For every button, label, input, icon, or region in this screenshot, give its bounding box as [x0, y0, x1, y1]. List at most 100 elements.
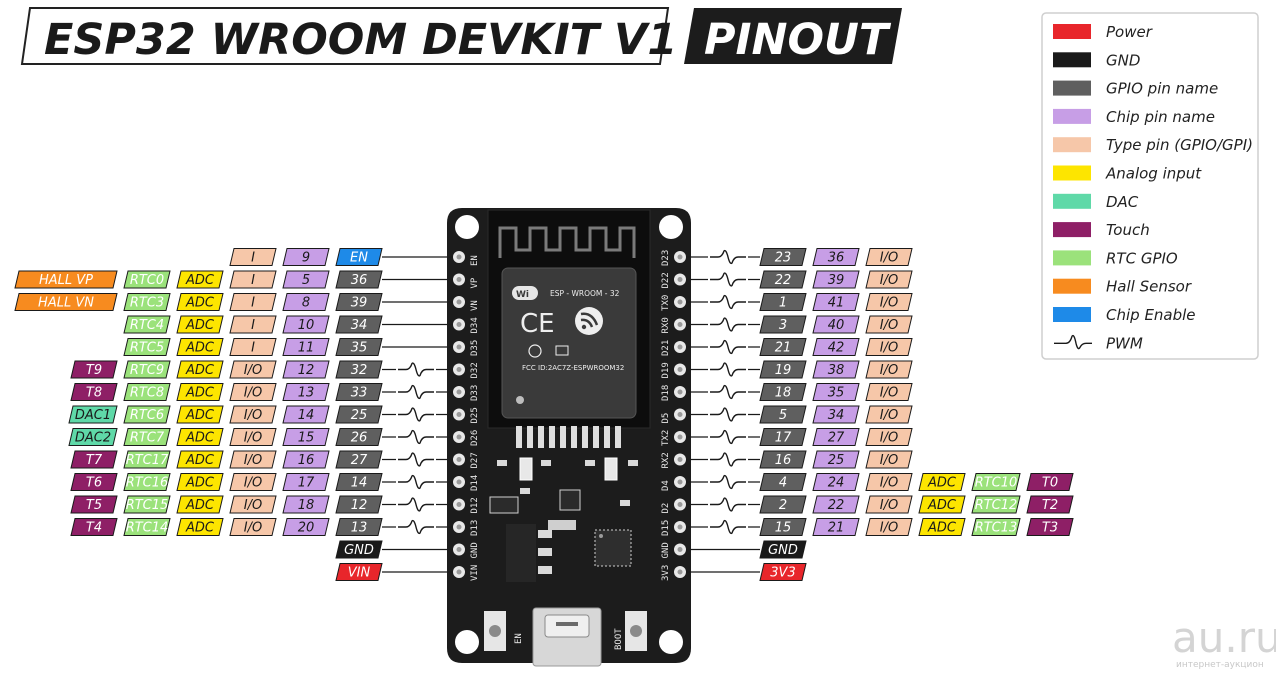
- pwm-icon: [710, 519, 746, 535]
- pin-tag-analog: ADC: [176, 473, 224, 491]
- mount-hole: [659, 630, 683, 654]
- pin-tag-dac-text: DAC1: [75, 408, 111, 423]
- pin-tag-chip: 25: [812, 450, 860, 469]
- pin-tag-analog-text: ADC: [185, 363, 215, 378]
- pin-tag-chip-text: 41: [828, 296, 845, 311]
- pin-tag-gpio: 12: [335, 495, 383, 514]
- pin-tag-chip-text: 22: [828, 498, 845, 513]
- pin-tag-chip: 21: [812, 518, 860, 536]
- pin-tag-chip: 11: [282, 338, 330, 356]
- pin-tag-gpio-text: 18: [775, 386, 792, 401]
- pin-tag-rtc: RTC10: [971, 473, 1021, 491]
- silk-label: D14: [470, 475, 480, 491]
- pin-tag-analog-text: ADC: [185, 318, 215, 333]
- pin-tag-type: I/O: [865, 450, 913, 469]
- pin-tag-type-text: I/O: [880, 363, 898, 378]
- pin-tag-rtc: RTC9: [123, 360, 171, 379]
- pin-tag-analog-text: ADC: [185, 431, 215, 446]
- pin-tag-analog: ADC: [918, 495, 966, 514]
- pin-tag-chip-text: 13: [298, 386, 315, 401]
- pin-tag-touch-text: T3: [1042, 521, 1058, 536]
- right-pin-row: 19 38 I/O: [686, 360, 913, 379]
- pin-tag-touch: T4: [70, 518, 118, 536]
- pin-tag-gpio-text: 36: [351, 273, 368, 288]
- boot-button[interactable]: BOOT: [614, 611, 647, 651]
- silk-label: GND: [470, 542, 480, 558]
- pin-tag-touch-text: T5: [86, 498, 102, 513]
- silk-label: GND: [661, 542, 671, 558]
- pin-tag-rtc-text: RTC16: [126, 476, 169, 491]
- pin-tag-rtc-text: RTC12: [975, 498, 1018, 513]
- pin-tag-type: I: [229, 293, 277, 311]
- pin-tag-type-text: I/O: [244, 386, 262, 401]
- pin-tag-type: I/O: [229, 383, 277, 401]
- pwm-icon: [710, 429, 746, 445]
- pin-tag-gpio: 26: [335, 428, 383, 446]
- pin-tag-type: I: [229, 270, 277, 289]
- pin-tag-type: I: [229, 338, 277, 356]
- legend-swatch: [1053, 24, 1091, 39]
- module-pad: [538, 426, 544, 448]
- legend-label: RTC GPIO: [1106, 249, 1178, 267]
- pin-tag-analog: ADC: [176, 450, 224, 469]
- pin-tag-touch: T6: [70, 473, 118, 491]
- en-button[interactable]: EN: [484, 611, 524, 651]
- left-pin-row: GND: [335, 540, 453, 559]
- pwm-icon: [710, 474, 746, 490]
- pin-tag-type-text: I/O: [880, 453, 898, 468]
- pin-tag-analog: ADC: [176, 518, 224, 536]
- silk-label: D26: [470, 430, 480, 446]
- silk-label: D13: [470, 520, 480, 536]
- legend-item: Power: [1053, 23, 1153, 41]
- pin-tag-chip: 41: [812, 293, 860, 311]
- antenna-icon: [498, 226, 636, 258]
- pin-tag-gpio: 19: [759, 360, 807, 379]
- pin-tag-type-text: I/O: [880, 296, 898, 311]
- pin-tag-touch-text: T0: [1042, 476, 1058, 491]
- pin-tag-touch: T3: [1026, 518, 1074, 536]
- pin-tag-gpio: 16: [759, 450, 807, 469]
- right-pin-row: 16 25 I/O: [686, 450, 913, 469]
- pin-tag-rtc: RTC15: [123, 495, 171, 514]
- pin-tag-analog: ADC: [176, 495, 224, 514]
- legend-item: Type pin (GPIO/GPI): [1053, 136, 1253, 154]
- pin-tag-gpio: 36: [335, 270, 383, 289]
- pin-tag-gpio: 3: [759, 315, 807, 334]
- watermark-logo: au.ru: [1172, 613, 1276, 662]
- silk-label: D4: [661, 480, 671, 491]
- pin-tag-analog-text: ADC: [185, 476, 215, 491]
- pin-tag-rtc-text: RTC9: [130, 363, 164, 378]
- pin-tag-gpio-text: 22: [775, 273, 792, 288]
- pin-tag-type: I/O: [865, 495, 913, 514]
- pin-tag-power: VIN: [335, 563, 383, 581]
- pin-tag-gpio-text: 1: [779, 296, 787, 311]
- legend-label: Type pin (GPIO/GPI): [1106, 136, 1253, 154]
- pin-tag-gpio: 18: [759, 383, 807, 401]
- pin-tag-touch-text: T9: [86, 363, 102, 378]
- legend-label: PWM: [1106, 334, 1143, 352]
- module-pad: [604, 426, 610, 448]
- pin-tag-gpio-text: 35: [351, 341, 368, 356]
- module-pad: [527, 426, 533, 448]
- pwm-icon: [710, 339, 746, 355]
- pin-tag-gpio: 32: [335, 360, 383, 379]
- pwm-icon: [398, 362, 434, 377]
- pin-tag-chip: 38: [812, 360, 860, 379]
- silk-label: D25: [470, 407, 480, 423]
- pin-tag-type-text: I/O: [244, 453, 262, 468]
- pin-tag-gpio-text: 5: [779, 408, 787, 423]
- fcc-logo-icon: [528, 344, 569, 358]
- pin-tag-type-text: I/O: [244, 431, 262, 446]
- pin-tag-analog-text: ADC: [185, 521, 215, 536]
- pin-tag-chip-text: 14: [298, 408, 315, 423]
- pwm-icon: [398, 407, 434, 422]
- ce-mark: CE: [520, 309, 555, 339]
- pin-tag-chip-text: 17: [298, 476, 315, 491]
- pin-tag-type: I/O: [229, 495, 277, 514]
- pin-tag-power-text: VIN: [348, 566, 371, 581]
- pin-tag-chip: 9: [282, 248, 330, 266]
- module-pad: [571, 426, 577, 448]
- pin-tag-gpio-text: 27: [351, 453, 368, 468]
- pin-tag-type-text: I/O: [244, 498, 262, 513]
